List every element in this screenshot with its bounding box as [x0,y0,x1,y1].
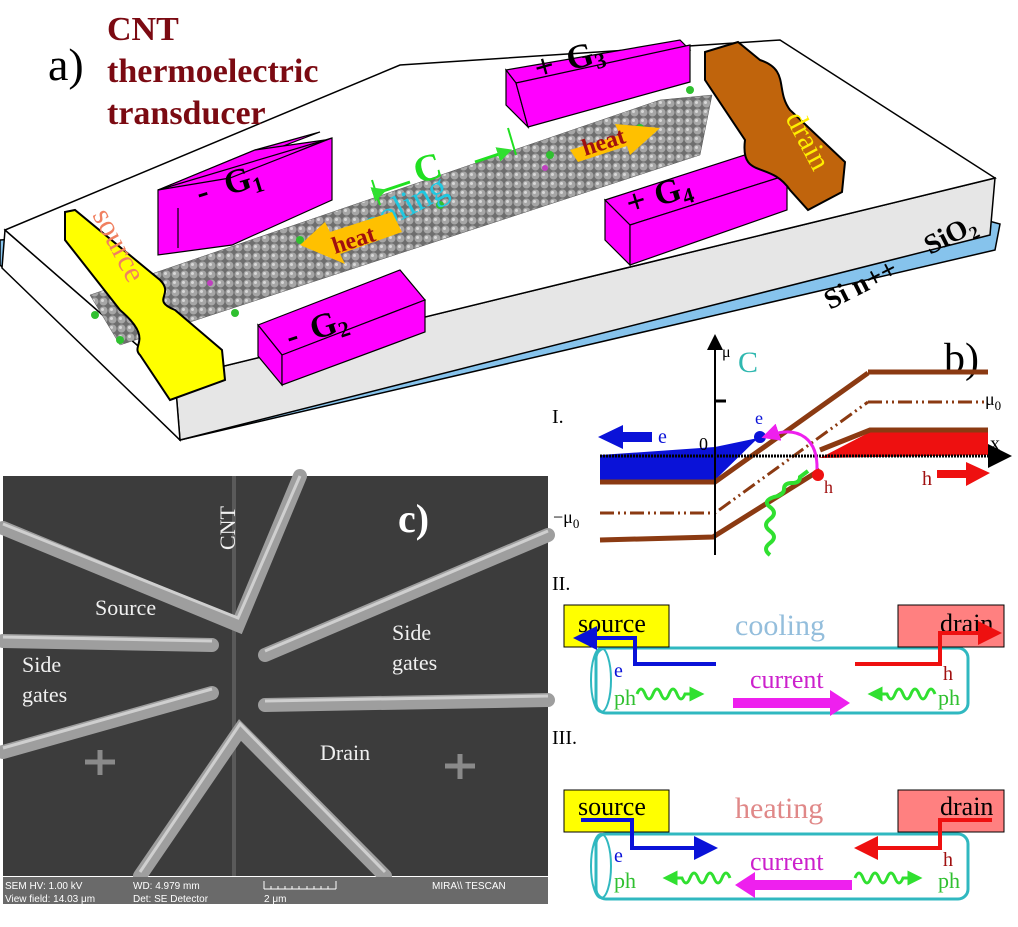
current-label-ii: current [750,665,824,694]
panel-b-label: b) [944,336,979,382]
sem-source-label: Source [95,595,156,620]
sem-drain-electrode [133,719,392,883]
diagram-cooling: source drain cooling e h current ph ph [563,604,1005,716]
electron-label-ii: e [614,660,623,682]
gate-g4: +G4 [603,149,789,267]
hole-dot [812,469,824,481]
hole-label-ii: h [943,663,953,685]
current-arrow-ii [733,690,850,716]
sem-scale-bar [263,881,337,890]
axis-mu-label: μ [722,344,731,361]
hole-label-dot: h [824,477,833,497]
source-box-iii [563,789,670,833]
electron-label-left: e [658,426,667,448]
sem-scale-label: 2 μm [264,894,286,905]
sem-left-gate-upper [0,634,219,652]
phonon-right-label-iii: ph [938,868,960,893]
drain-label-iii: drain [940,792,993,821]
title-line-3: transducer [107,95,266,132]
source-label-ii: source [578,609,646,638]
sem-brand: MIRA\\ TESCAN [432,881,506,892]
sem-view-field: View field: 14.03 μm [5,894,95,905]
sem-left-gate-lower [0,686,219,759]
title-line-1: CNT [107,11,179,48]
diagram-heating: source drain heating e h current ph ph [563,789,1005,901]
hole-path-ii [855,621,1002,666]
phonon-right-label-ii: ph [938,685,960,710]
hole-label-iii: h [943,849,953,871]
phonon-wave-left-ii [635,686,705,702]
row-i-label: I. [552,406,564,428]
sem-hv: SEM HV: 1.00 kV [5,881,83,892]
gate-g2: -G2 [257,269,426,387]
phonon-left-label-ii: ph [614,685,636,710]
drain-box-iii [897,789,1005,833]
panel-c-label: c) [398,496,429,541]
lower-band-right [819,427,988,453]
panel-a-label: a) [48,39,84,90]
carbon-nanotube [89,86,713,346]
mode-label-iii: heating [735,792,823,825]
hole-path-iii [854,818,992,860]
electron-fill-region [600,438,758,480]
phonon-wave-left-iii [662,870,732,886]
electron-label-dot: e [755,408,763,428]
tube-ii [594,646,970,715]
sem-image: CNT Source Side gates Side gates Drain c… [0,469,555,905]
row-iii-label: III. [552,727,577,749]
electron-path-ii [573,626,716,666]
hole-arrow-right [937,462,990,486]
sem-side-gates-left-2: gates [22,682,67,707]
phonon-wave-I [764,469,810,557]
axis-zero-label: 0 [699,434,708,454]
sem-right-gate-upper [258,528,555,662]
sem-side-gates-right-1: Side [392,620,431,645]
tunneling-arrow [761,423,819,471]
sem-drain-label: Drain [320,740,370,765]
row-ii-label: II. [552,573,570,595]
hole-label-right: h [922,468,932,490]
gate-g1: -G1 [157,131,333,256]
phonon-left-label-iii: ph [614,868,636,893]
phonon-wave-right-ii [867,686,937,702]
electron-path-iii [581,818,718,860]
title-line-2: thermoelectric [107,53,318,90]
alignment-marks [85,750,475,779]
sem-right-gate-lower [258,693,555,712]
electron-label-iii: e [614,845,623,867]
sem-wd: WD: 4.979 mm [133,881,200,892]
sem-side-gates-right-2: gates [392,650,437,675]
source-label-iii: source [578,792,646,821]
electron-dot [754,431,766,443]
current-label-iii: current [750,847,824,876]
electron-arrow-left [598,425,652,449]
tube-iii [594,832,970,901]
sem-detector: Det: SE Detector [133,894,209,905]
mode-label-ii: cooling [735,609,825,642]
gate-g3: +G3 [504,36,692,130]
sem-cnt-label: CNT [215,505,240,550]
axis-x-label: x [990,433,1000,455]
sem-side-gates-left-1: Side [22,652,61,677]
sem-info-bar [3,877,548,904]
hole-fill-region [820,432,988,458]
phonon-wave-right-iii [853,870,923,886]
panel-b-region-c: C [738,346,758,379]
mu0-label: μ0 [985,389,1001,413]
neg-mu0-label: −μ0 [553,507,579,531]
current-arrow-iii [735,872,852,898]
